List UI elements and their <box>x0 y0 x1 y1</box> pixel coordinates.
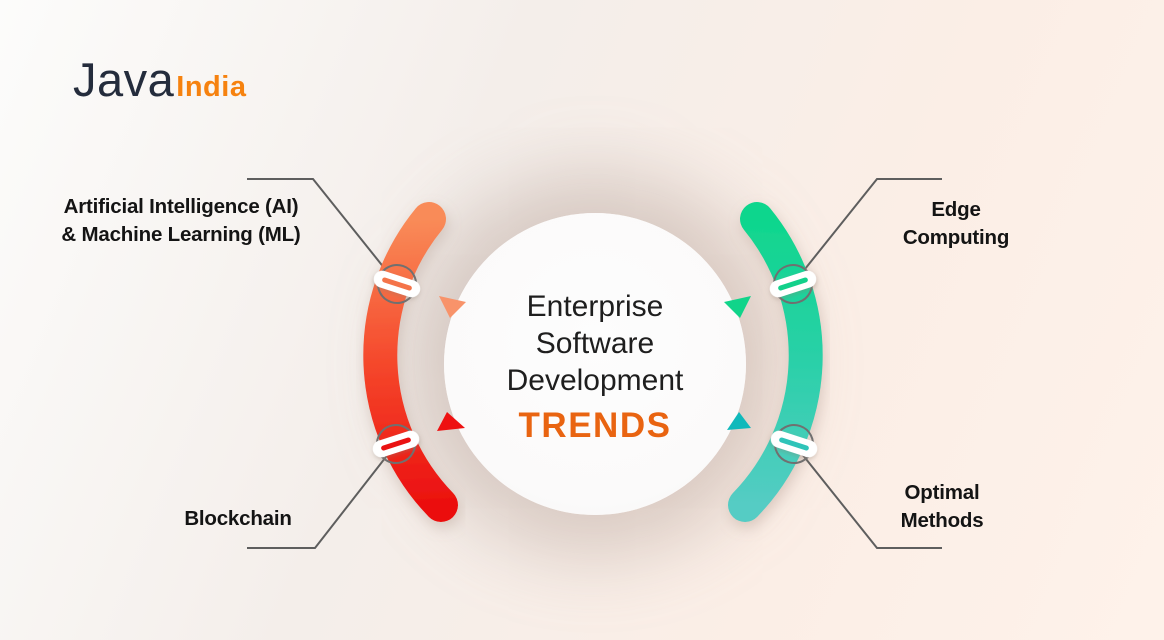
clip-edge-computing-icon <box>769 264 817 304</box>
label-ai-ml: Artificial Intelligence (AI) & Machine L… <box>35 193 327 249</box>
label-edge-computing: Edge Computing <box>810 196 1102 252</box>
label-optimal-methods-line1: Optimal <box>904 481 980 504</box>
center-title: Enterprise Software Development TRENDS <box>445 288 745 446</box>
arrow-triangle-top-right-icon <box>724 296 751 318</box>
right-arc <box>728 202 823 522</box>
clip-blockchain-icon <box>372 424 420 464</box>
logo-text-java: Java <box>73 53 175 106</box>
left-arc <box>363 202 458 522</box>
center-title-line2: Software <box>535 327 655 360</box>
label-blockchain-line1: Blockchain <box>184 507 292 530</box>
center-circle <box>444 213 746 515</box>
center-title-line3: Development <box>506 364 684 397</box>
label-optimal-methods-line2: Methods <box>900 509 984 532</box>
center-title-line1: Enterprise <box>526 290 664 323</box>
clip-ai-ml-icon <box>373 264 421 304</box>
center-title-trends: TRENDS <box>518 406 672 445</box>
arrow-triangle-top-left-icon <box>439 296 466 318</box>
arrow-triangle-bottom-left-icon <box>437 412 465 431</box>
brand-logo: Java India <box>73 52 246 107</box>
arrow-triangle-bottom-right-icon <box>727 412 751 430</box>
logo-text-india: India <box>176 71 247 103</box>
clip-optimal-methods-icon <box>770 424 818 464</box>
connector-line-blockchain <box>247 443 397 549</box>
label-optimal-methods: Optimal Methods <box>796 479 1088 535</box>
label-ai-ml-line2: & Machine Learning (ML) <box>61 223 301 246</box>
label-ai-ml-line1: Artificial Intelligence (AI) <box>63 195 299 218</box>
label-edge-computing-line1: Edge <box>931 198 981 221</box>
connector-line-ai-ml <box>247 178 398 285</box>
label-blockchain: Blockchain <box>92 505 384 533</box>
label-edge-computing-line2: Computing <box>902 226 1010 249</box>
connector-line-edge-computing <box>792 178 942 285</box>
connector-line-optimal-methods <box>793 443 942 549</box>
